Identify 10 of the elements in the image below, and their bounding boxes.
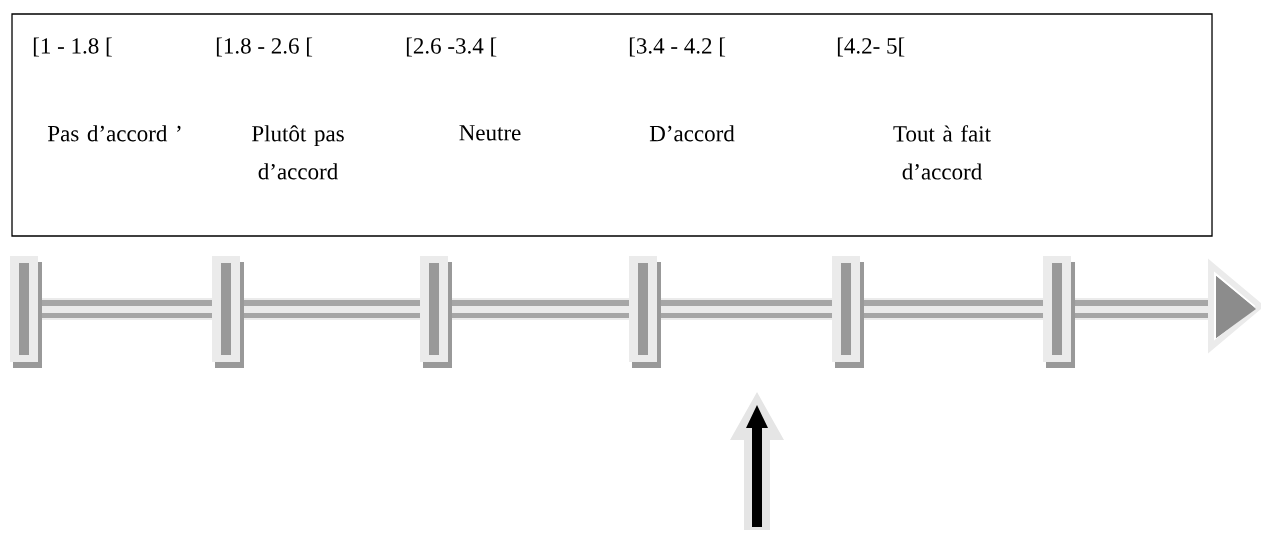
interval-label: [1 - 1.8 [ (33, 37, 112, 57)
category-label: D’accord (649, 125, 735, 142)
interval-label: [4.2- 5[ (837, 37, 905, 57)
category-label: Pas d’accord ’ (47, 125, 181, 142)
category-label: Plutôt pas d’accord (252, 125, 344, 180)
category-label: Tout à fait d’accord (893, 125, 991, 180)
interval-label: [3.4 - 4.2 [ (629, 37, 726, 57)
category-label: Neutre (459, 125, 521, 141)
interval-label: [1.8 - 2.6 [ (216, 37, 313, 57)
interval-label: [2.6 -3.4 [ (406, 37, 497, 57)
